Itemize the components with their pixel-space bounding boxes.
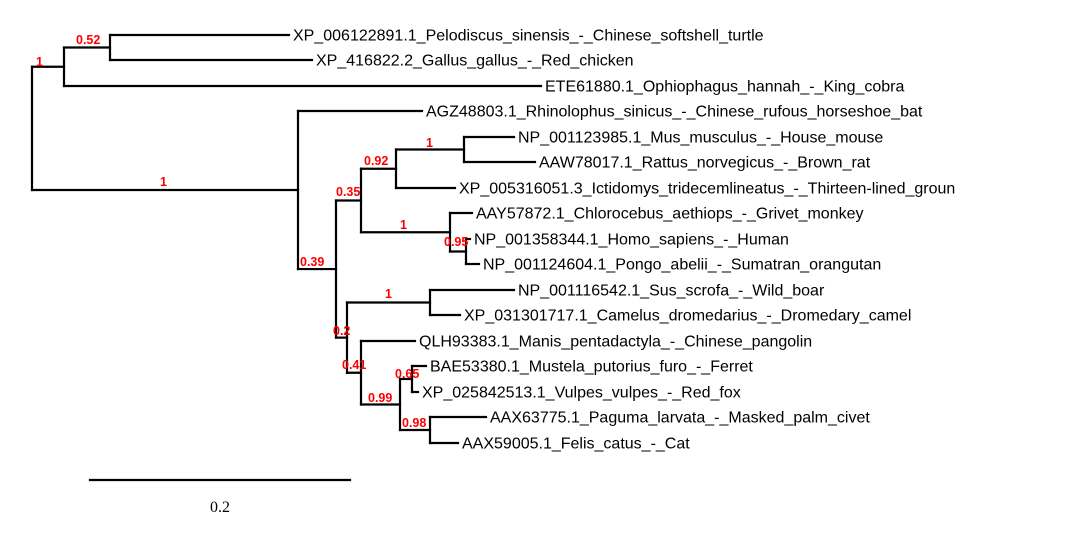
leaf-label-ferret: BAE53380.1_Mustela_putorius_furo_-_Ferre… <box>430 359 753 376</box>
leaf-label-brown-rat: AAW78017.1_Rattus_norvegicus_-_Brown_rat <box>539 155 871 172</box>
support-primates: 1 <box>400 218 407 232</box>
support-root-reptiles: 1 <box>36 55 43 69</box>
support-carnivores: 0.99 <box>368 391 392 405</box>
support-laurasiatheria: 0.2 <box>333 324 350 338</box>
leaf-label-wild-boar: NP_001116542.1_Sus_scrofa_-_Wild_boar <box>518 283 825 300</box>
support-pangolin-carnivores: 0.41 <box>342 358 366 372</box>
leaf-label-dromedary-camel: XP_031301717.1_Camelus_dromedarius_-_Dro… <box>464 308 911 325</box>
leaf-label-ground-squirrel: XP_005316051.3_Ictidomys_tridecemlineatu… <box>459 181 955 198</box>
support-non-bat-mammals: 0.39 <box>300 255 324 269</box>
leaf-label-grivet-monkey: AAY57872.1_Chlorocebus_aethiops_-_Grivet… <box>476 206 864 223</box>
support-mammals: 1 <box>160 175 167 189</box>
support-human-orangutan: 0.95 <box>444 235 468 249</box>
leaf-label-horseshoe-bat: AGZ48803.1_Rhinolophus_sinicus_-_Chinese… <box>426 104 923 121</box>
support-civet-cat: 0.98 <box>402 416 426 430</box>
leaf-label-human: NP_001358344.1_Homo_sapiens_-_Human <box>474 232 789 249</box>
leaf-label-cat: AAX59005.1_Felis_catus_-_Cat <box>462 436 690 453</box>
support-mouse-rat: 1 <box>426 136 433 150</box>
leaf-label-orangutan: NP_001124604.1_Pongo_abelii_-_Sumatran_o… <box>483 257 881 274</box>
scale-bar: 0.2 <box>88 478 352 516</box>
leaf-label-pangolin: QLH93383.1_Manis_pentadactyla_-_Chinese_… <box>419 334 812 351</box>
support-rodents-primates: 0.35 <box>336 185 360 199</box>
leaf-labels: XP_006122891.1_Pelodiscus_sinensis_-_Chi… <box>293 28 955 453</box>
leaf-label-chicken: XP_416822.2_Gallus_gallus_-_Red_chicken <box>316 53 634 70</box>
leaf-label-turtle: XP_006122891.1_Pelodiscus_sinensis_-_Chi… <box>293 28 764 45</box>
leaf-label-red-fox: XP_025842513.1_Vulpes_vulpes_-_Red_fox <box>422 385 741 402</box>
support-ferret-fox: 0.65 <box>395 367 419 381</box>
support-turtle-chicken: 0.52 <box>76 33 100 47</box>
leaf-label-king-cobra: ETE61880.1_Ophiophagus_hannah_-_King_cob… <box>545 79 905 96</box>
support-boar-camel: 1 <box>385 287 392 301</box>
support-labels: 1 0.52 1 0.39 0.35 0.92 1 1 0.95 0.2 1 0… <box>36 33 468 430</box>
tree-branches <box>30 33 543 445</box>
leaf-label-house-mouse: NP_001123985.1_Mus_musculus_-_House_mous… <box>518 130 883 147</box>
scale-bar-label: 0.2 <box>210 499 230 516</box>
leaf-label-palm-civet: AAX63775.1_Paguma_larvata_-_Masked_palm_… <box>490 410 870 427</box>
support-rodents: 0.92 <box>364 154 388 168</box>
